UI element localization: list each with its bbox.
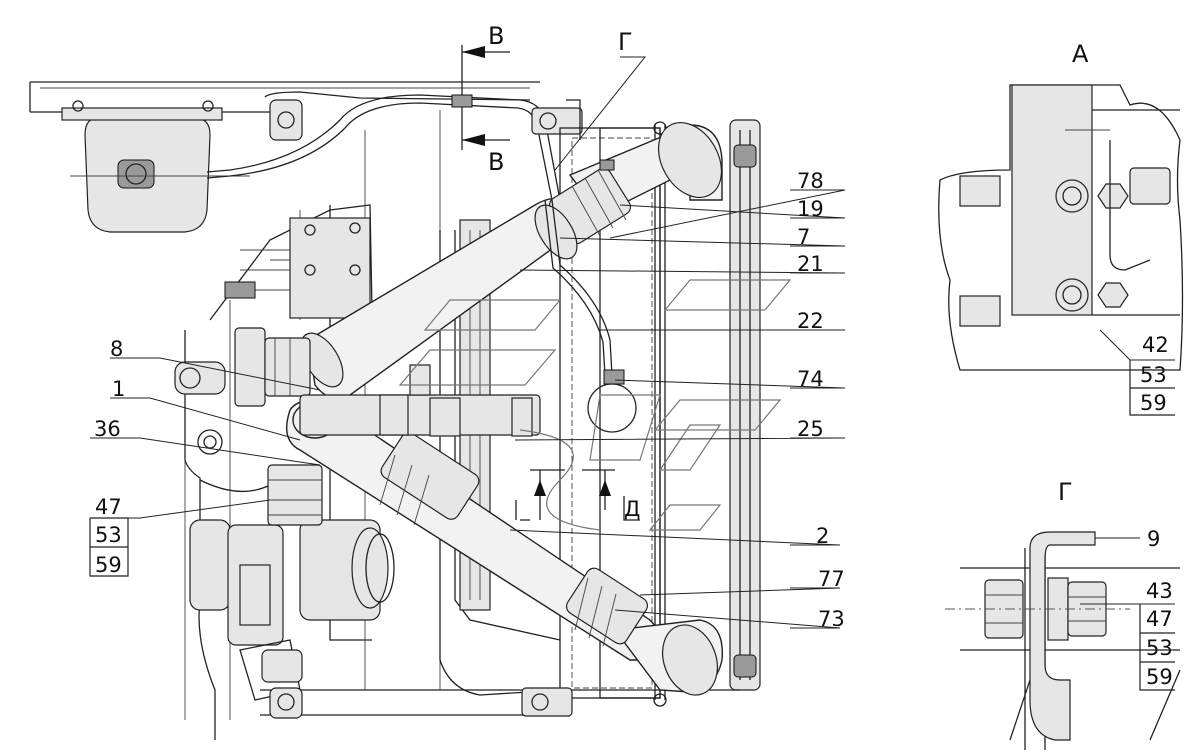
callout-7: 7	[797, 225, 810, 249]
stack-left: 47 53 59	[89, 495, 129, 577]
expansion-tank	[61, 94, 561, 233]
section-line-b	[451, 45, 510, 150]
section-mark-g-main: Г	[618, 28, 633, 56]
stack-view-g: 9 43 47 53 59	[1146, 527, 1173, 689]
section-mark-a-view: А	[1072, 40, 1089, 68]
callout-77: 77	[818, 567, 845, 591]
callout-78: 78	[797, 169, 824, 193]
stack-g-43: 43	[1146, 579, 1173, 603]
stack-g-9: 9	[1147, 527, 1160, 551]
callout-1: 1	[112, 377, 125, 401]
section-labels: В В Г А Г Д	[488, 22, 1089, 521]
lower-radiator-hose	[234, 327, 724, 696]
callout-21: 21	[797, 252, 824, 276]
pulley-assembly	[267, 464, 395, 621]
callout-74: 74	[797, 367, 824, 391]
view-a	[938, 84, 1184, 416]
section-arrows-d	[515, 469, 640, 521]
callout-2: 2	[816, 524, 829, 548]
radiator-mount	[269, 99, 583, 141]
stack-g-53: 53	[1146, 636, 1173, 660]
watermark-logo	[398, 279, 792, 531]
callout-73: 73	[818, 607, 845, 631]
stack-view-a: 42 53 59	[1140, 333, 1169, 415]
stack-g-59: 59	[1146, 665, 1173, 689]
engine-block	[174, 110, 441, 740]
callout-8: 8	[110, 337, 123, 361]
view-g	[945, 531, 1181, 750]
callout-labels: 78 19 7 21 22 74 25 8 1 36 2 77 73	[94, 169, 845, 631]
section-mark-d: Д	[624, 497, 640, 521]
stack-left-47: 47	[95, 495, 122, 519]
callout-25: 25	[797, 417, 824, 441]
leader-lines	[90, 56, 846, 629]
stack-left-53: 53	[95, 523, 122, 547]
stack-a-53: 53	[1140, 363, 1167, 387]
callout-19: 19	[797, 197, 824, 221]
section-mark-g-view: Г	[1058, 478, 1073, 506]
stack-left-59: 59	[95, 553, 122, 577]
stack-g-47: 47	[1146, 607, 1173, 631]
stack-a-42: 42	[1142, 333, 1169, 357]
callout-36: 36	[94, 417, 121, 441]
section-mark-b-bottom: В	[488, 148, 504, 176]
callout-22: 22	[797, 309, 824, 333]
section-mark-b-top: В	[488, 22, 504, 50]
stack-a-59: 59	[1140, 391, 1167, 415]
